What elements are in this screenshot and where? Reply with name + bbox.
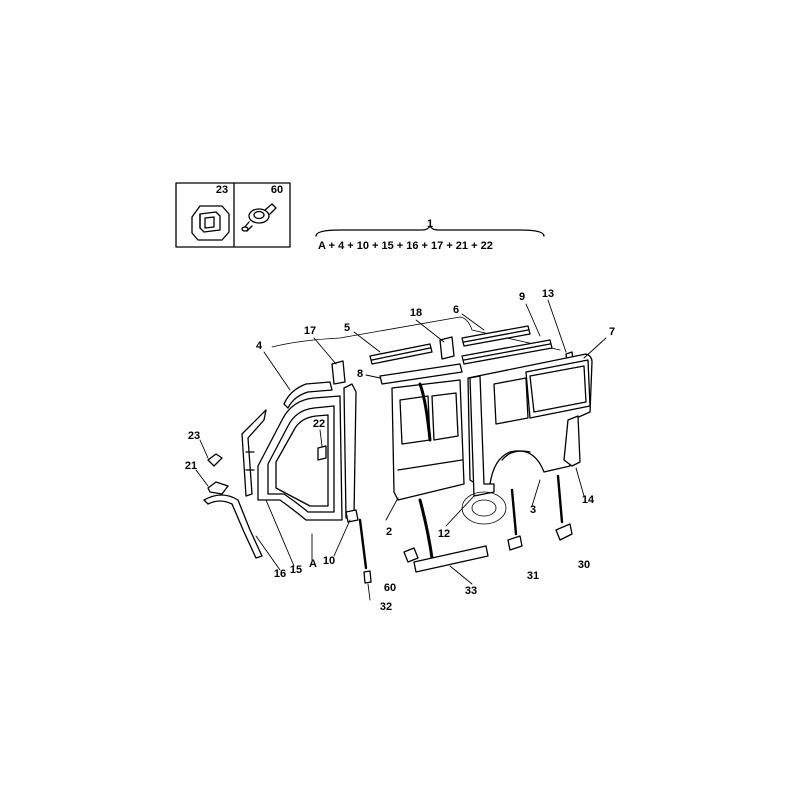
plate-23-part <box>208 454 222 466</box>
plate-30-part <box>556 524 572 540</box>
rivet-60-icon <box>242 204 276 231</box>
kit-brace <box>316 226 544 236</box>
callout-32: 32 <box>379 601 393 613</box>
door-seal-strip <box>420 384 430 440</box>
kit-number: 1 <box>426 218 434 230</box>
callout-18: 18 <box>409 307 423 319</box>
sill-32-part <box>364 571 371 583</box>
upper-rail-8-part <box>380 364 462 384</box>
callout-9: 9 <box>518 291 526 303</box>
callout-5: 5 <box>343 322 351 334</box>
roof-rail-6-part <box>462 326 530 346</box>
callout-3: 3 <box>529 504 537 516</box>
sill-moulding-33-part <box>414 546 488 572</box>
inset-label-23: 23 <box>215 184 229 196</box>
strip-31 <box>512 490 516 534</box>
callout-22: 22 <box>312 418 326 430</box>
bracket-17-part <box>332 361 345 384</box>
rear-pillar-14-part <box>564 416 580 466</box>
rear-window-7-part <box>526 360 590 418</box>
callout-4: 4 <box>255 340 263 352</box>
callout-23: 23 <box>187 430 201 442</box>
callout-33: 33 <box>464 585 478 597</box>
callout-60: 60 <box>383 582 397 594</box>
plate-31-part <box>508 536 522 550</box>
callout-8: 8 <box>356 368 364 380</box>
callout-15: 15 <box>289 564 303 576</box>
b-pillar-part <box>344 384 358 522</box>
bracket-21-part <box>208 482 228 494</box>
rivet-60-part <box>404 548 418 562</box>
callout-7: 7 <box>608 326 616 338</box>
front-door-frame <box>258 396 342 520</box>
lower-seal-strip <box>420 500 432 558</box>
rear-wheel <box>462 492 506 524</box>
callout-12: 12 <box>437 528 451 540</box>
callout-17: 17 <box>303 325 317 337</box>
wheel-arch-trim-part <box>204 495 262 558</box>
roof-rail-9-part <box>462 340 552 364</box>
rail-18-part <box>440 337 454 359</box>
callout-30: 30 <box>577 559 591 571</box>
inset-label-60: 60 <box>270 184 284 196</box>
roof-outline <box>272 317 560 350</box>
leader-32-strip <box>360 520 366 568</box>
strip-30 <box>558 476 562 522</box>
callout-A: A <box>309 558 317 570</box>
clip-23-icon <box>192 206 229 240</box>
callout-16: 16 <box>273 568 287 580</box>
door-frame-arc-part <box>284 382 332 408</box>
roof-rail-5-part <box>370 344 432 364</box>
kit-formula: A + 4 + 10 + 15 + 16 + 17 + 21 + 22 <box>318 240 493 252</box>
callout-6: 6 <box>452 304 460 316</box>
mount-22-part <box>318 446 326 460</box>
sliding-door-part <box>392 380 464 500</box>
callout-13: 13 <box>541 288 555 300</box>
callout-14: 14 <box>581 494 595 506</box>
callout-2: 2 <box>385 526 393 538</box>
callout-31: 31 <box>526 570 540 582</box>
a-pillar-part <box>242 410 266 496</box>
callout-21: 21 <box>184 460 198 472</box>
leader-lines <box>196 300 606 600</box>
callout-10: 10 <box>322 555 336 567</box>
